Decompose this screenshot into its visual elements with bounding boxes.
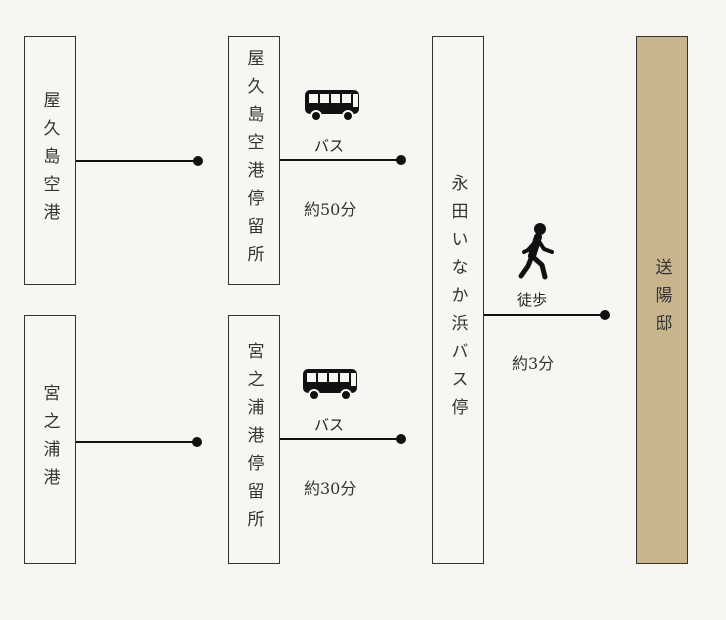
walk-duration: 約3分 bbox=[512, 354, 555, 373]
destination-box: 送陽邸 bbox=[636, 36, 688, 564]
airport-bus-mode-label: バス bbox=[314, 137, 345, 155]
transfer-bus-stop-label: 永田いなか浜バス停 bbox=[447, 174, 468, 426]
walk-line-end-dot bbox=[600, 310, 610, 320]
walk-mode-label: 徒歩 bbox=[517, 291, 548, 309]
port-line-end-dot bbox=[192, 437, 202, 447]
port-bus-line bbox=[280, 438, 401, 440]
destination-label: 送陽邸 bbox=[651, 258, 672, 342]
airport-bus-line-end-dot bbox=[396, 155, 406, 165]
airport-walk-line bbox=[76, 160, 198, 162]
airport-bus-stop-box: 屋久島空港停留所 bbox=[228, 36, 280, 285]
transfer-bus-stop-box: 永田いなか浜バス停 bbox=[432, 36, 484, 564]
origin-port-box: 宮之浦港 bbox=[24, 315, 76, 564]
port-bus-mode-label: バス bbox=[314, 416, 345, 434]
port-bus-stop-box: 宮之浦港停留所 bbox=[228, 315, 280, 564]
airport-bus-duration: 約50分 bbox=[304, 200, 357, 219]
airport-bus-stop-label: 屋久島空港停留所 bbox=[243, 48, 264, 273]
bus-icon bbox=[305, 90, 359, 122]
airport-line-end-dot bbox=[193, 156, 203, 166]
origin-airport-box: 屋久島空港 bbox=[24, 36, 76, 285]
origin-airport-label: 屋久島空港 bbox=[39, 90, 60, 231]
walking-person-icon bbox=[518, 223, 554, 280]
port-bus-line-end-dot bbox=[396, 434, 406, 444]
walk-line bbox=[484, 314, 605, 316]
bus-icon bbox=[303, 369, 357, 401]
port-walk-line bbox=[76, 441, 197, 443]
airport-bus-line bbox=[280, 159, 401, 161]
port-bus-duration: 約30分 bbox=[304, 479, 357, 498]
origin-port-label: 宮之浦港 bbox=[39, 383, 60, 496]
port-bus-stop-label: 宮之浦港停留所 bbox=[243, 341, 264, 538]
